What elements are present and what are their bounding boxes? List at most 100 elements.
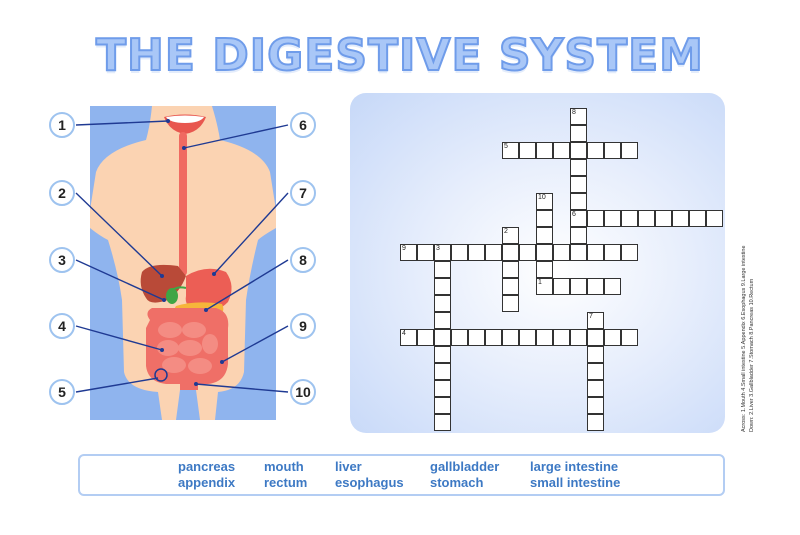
label-5: 5: [49, 379, 75, 405]
crossword-cell[interactable]: [553, 329, 570, 346]
crossword-cell[interactable]: [502, 244, 519, 261]
crossword-cell[interactable]: [451, 244, 468, 261]
crossword-cell[interactable]: [570, 142, 587, 159]
word-bank-item: esophagus: [335, 475, 404, 490]
crossword-cell[interactable]: [621, 142, 638, 159]
crossword-cell[interactable]: [672, 210, 689, 227]
crossword-grid: 5 6 9 3 1 4 8 10 2 7: [350, 93, 725, 433]
crossword-cell[interactable]: [570, 329, 587, 346]
crossword-clue-number: 2: [504, 228, 508, 235]
crossword-cell[interactable]: [570, 159, 587, 176]
crossword-clue-number: 3: [436, 245, 440, 252]
crossword-cell[interactable]: 3: [434, 244, 451, 261]
crossword-cell[interactable]: [519, 142, 536, 159]
crossword-cell[interactable]: [536, 210, 553, 227]
crossword-clue-number: 6: [572, 211, 576, 218]
crossword-cell[interactable]: [536, 261, 553, 278]
crossword-cell[interactable]: [587, 380, 604, 397]
crossword-cell[interactable]: [570, 244, 587, 261]
crossword-cell[interactable]: [587, 210, 604, 227]
crossword-clue-number: 9: [402, 245, 406, 252]
word-bank-item: pancreas: [178, 459, 236, 474]
crossword-clue-number: 8: [572, 109, 576, 116]
crossword-cell[interactable]: [468, 244, 485, 261]
crossword-cell[interactable]: [502, 329, 519, 346]
crossword-cell[interactable]: [570, 227, 587, 244]
label-1: 1: [49, 112, 75, 138]
crossword-cell[interactable]: 1: [536, 278, 553, 295]
crossword-cell[interactable]: [570, 278, 587, 295]
crossword-cell[interactable]: [502, 261, 519, 278]
crossword-cell[interactable]: [604, 142, 621, 159]
crossword-cell[interactable]: 5: [502, 142, 519, 159]
crossword-cell[interactable]: 7: [587, 312, 604, 329]
crossword-cell[interactable]: 10: [536, 193, 553, 210]
esophagus-organ: [179, 132, 187, 276]
leader-lines: [75, 120, 289, 393]
crossword-cell[interactable]: [604, 329, 621, 346]
crossword-cell[interactable]: [570, 193, 587, 210]
crossword-cell[interactable]: [587, 363, 604, 380]
crossword-cell[interactable]: [536, 244, 553, 261]
crossword-cell[interactable]: [604, 278, 621, 295]
crossword-cell[interactable]: [587, 346, 604, 363]
crossword-cell[interactable]: [434, 329, 451, 346]
down-clues: Down: 2.Liver 3.Gallbladder 7.Stomach 8.…: [749, 278, 755, 432]
crossword-cell[interactable]: [536, 142, 553, 159]
crossword-cell[interactable]: [417, 329, 434, 346]
word-bank-item: rectum: [264, 475, 308, 490]
crossword-cell[interactable]: [570, 125, 587, 142]
crossword-cell[interactable]: [655, 210, 672, 227]
crossword-cell[interactable]: [434, 414, 451, 431]
crossword-cell[interactable]: [706, 210, 723, 227]
crossword-cell[interactable]: [621, 329, 638, 346]
crossword-cell[interactable]: [519, 244, 536, 261]
crossword-cell[interactable]: [621, 210, 638, 227]
crossword-cell[interactable]: [468, 329, 485, 346]
crossword-cell[interactable]: [434, 261, 451, 278]
crossword-cell[interactable]: [553, 244, 570, 261]
crossword-cell[interactable]: [502, 278, 519, 295]
page-title: THE DIGESTIVE SYSTEM: [95, 29, 704, 82]
crossword-cell[interactable]: 9: [400, 244, 417, 261]
crossword-cell[interactable]: [570, 176, 587, 193]
crossword-cell[interactable]: [519, 329, 536, 346]
crossword-cell[interactable]: [621, 244, 638, 261]
crossword-cell[interactable]: [434, 363, 451, 380]
crossword-cell[interactable]: [638, 210, 655, 227]
crossword-clue-number: 1: [538, 279, 542, 286]
crossword-cell[interactable]: [536, 227, 553, 244]
crossword-cell[interactable]: [417, 244, 434, 261]
crossword-cell[interactable]: [434, 295, 451, 312]
crossword-cell[interactable]: [485, 244, 502, 261]
crossword-cell[interactable]: [587, 142, 604, 159]
crossword-cell[interactable]: [587, 329, 604, 346]
crossword-cell[interactable]: [451, 329, 468, 346]
crossword-cell[interactable]: [434, 312, 451, 329]
label-7: 7: [290, 180, 316, 206]
crossword-cell[interactable]: [434, 380, 451, 397]
crossword-cell[interactable]: [536, 329, 553, 346]
crossword-cell[interactable]: 2: [502, 227, 519, 244]
crossword-clue-number: 7: [589, 313, 593, 320]
crossword-cell[interactable]: [485, 329, 502, 346]
crossword-cell[interactable]: [553, 142, 570, 159]
crossword-cell[interactable]: [689, 210, 706, 227]
crossword-cell[interactable]: [587, 278, 604, 295]
crossword-cell[interactable]: [434, 346, 451, 363]
crossword-cell[interactable]: [502, 295, 519, 312]
crossword-cell[interactable]: [434, 278, 451, 295]
crossword-clue-number: 10: [538, 194, 546, 201]
crossword-cell[interactable]: [587, 414, 604, 431]
crossword-cell[interactable]: 6: [570, 210, 587, 227]
word-bank-item: gallbladder: [430, 459, 500, 474]
crossword-cell[interactable]: [604, 210, 621, 227]
crossword-cell[interactable]: [553, 278, 570, 295]
crossword-cell[interactable]: [434, 397, 451, 414]
crossword-cell[interactable]: [604, 244, 621, 261]
crossword-cell[interactable]: [587, 397, 604, 414]
crossword-cell[interactable]: 8: [570, 108, 587, 125]
across-clues: Across: 1.Mouth 4.Small intestine 5.Appe…: [741, 245, 747, 432]
crossword-cell[interactable]: [587, 244, 604, 261]
crossword-cell[interactable]: 4: [400, 329, 417, 346]
